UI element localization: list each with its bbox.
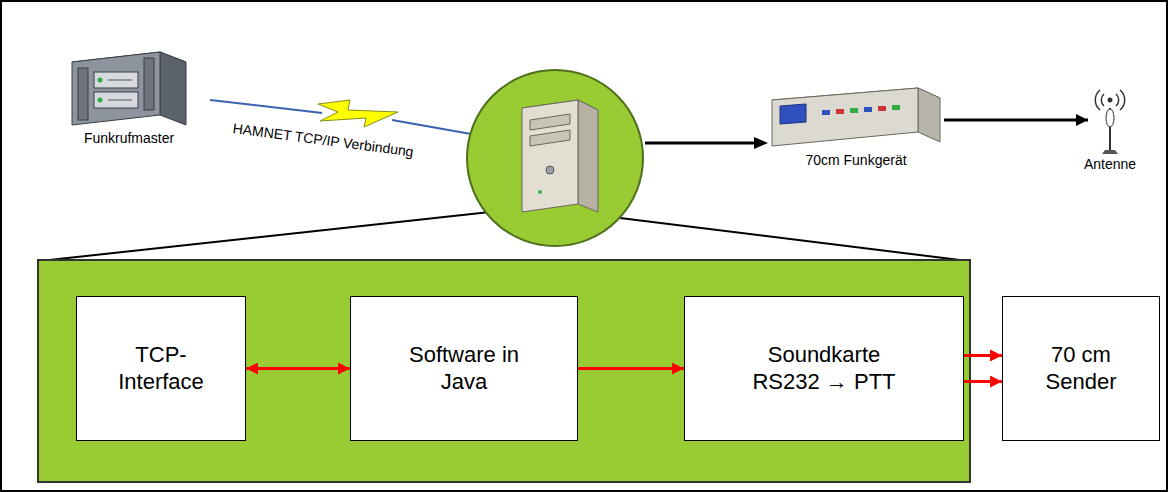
server-circle-part xyxy=(530,130,570,146)
process-box: Software in Java xyxy=(350,296,578,441)
rack-server-icon-part xyxy=(108,80,132,81)
radio-icon-part xyxy=(918,88,940,142)
radio-node: 70cm Funkgerät xyxy=(768,84,944,174)
radio-icon xyxy=(772,88,940,146)
server-node: Funkrufmaster xyxy=(62,50,196,150)
rack-server-icon-part xyxy=(98,78,103,83)
radio-icon-part xyxy=(772,88,918,146)
box-label: TCP- Interface xyxy=(105,342,217,395)
rack-server-icon-part xyxy=(108,100,132,101)
antenna-icon-part xyxy=(1101,94,1118,106)
server-circle-part xyxy=(578,100,598,212)
link-label: HAMNET TCP/IP Verbindung xyxy=(232,120,415,160)
antenna-icon-part xyxy=(1095,90,1124,110)
antenna-icon xyxy=(1095,90,1124,154)
output-arrow-part xyxy=(645,142,760,145)
process-box: 70 cm Sender xyxy=(1002,296,1160,441)
server-circle-part xyxy=(530,114,570,130)
radio-icon-part xyxy=(850,108,858,113)
radio-icon-part xyxy=(892,105,900,110)
antenna-icon-part xyxy=(1106,109,1114,127)
icon-caption: Funkrufmaster xyxy=(84,130,174,146)
lightning-link-part xyxy=(210,100,322,113)
antenna-node: Antenne xyxy=(1088,86,1132,176)
radio-icon-part xyxy=(864,107,872,112)
server-circle-part xyxy=(546,166,554,174)
server-circle-part xyxy=(538,190,542,194)
antenna-icon-part xyxy=(1108,98,1113,103)
output-arrow-part xyxy=(754,137,768,149)
box-label: Software in Java xyxy=(408,342,520,395)
rack-server-icon-part xyxy=(78,68,88,120)
icon-caption: 70cm Funkgerät xyxy=(805,152,906,168)
rack-server-icon-part xyxy=(72,52,160,125)
signal-arrow xyxy=(964,354,1002,357)
box-label: 70 cm Sender xyxy=(1039,342,1123,395)
signal-arrow xyxy=(578,367,684,370)
radio-icon-part xyxy=(822,110,830,115)
output-arrow xyxy=(645,137,768,149)
software-panel xyxy=(38,260,970,482)
box-label: Soundkarte RS232 → PTT xyxy=(744,342,904,395)
zoom-lines-part xyxy=(40,212,490,261)
lightning-link-part xyxy=(318,100,398,127)
server-circle-part xyxy=(522,100,578,212)
process-box: TCP- Interface xyxy=(76,296,246,441)
antenna-icon-part xyxy=(1102,150,1118,154)
rack-server-icon xyxy=(72,52,186,125)
link-label-holder: HAMNET TCP/IP Verbindung xyxy=(232,120,415,160)
rack-server-icon-part xyxy=(160,52,186,125)
rack-server-icon-part xyxy=(94,92,138,108)
signal-arrow xyxy=(964,380,1002,383)
rack-server-icon-part xyxy=(94,72,138,88)
rack-server-icon-part xyxy=(98,98,103,103)
server-circle-part xyxy=(467,70,643,246)
radio-icon-part xyxy=(780,104,806,124)
radio-icon-part xyxy=(878,106,886,111)
icon-caption: Antenne xyxy=(1084,156,1136,172)
zoom-lines-part xyxy=(620,218,968,261)
signal-arrow xyxy=(246,367,350,370)
radio-icon-part xyxy=(836,109,844,114)
rf-arrow xyxy=(944,119,1088,122)
server-circle xyxy=(467,70,643,246)
process-box: Soundkarte RS232 → PTT xyxy=(684,296,964,441)
rack-server-icon-part xyxy=(144,58,154,110)
